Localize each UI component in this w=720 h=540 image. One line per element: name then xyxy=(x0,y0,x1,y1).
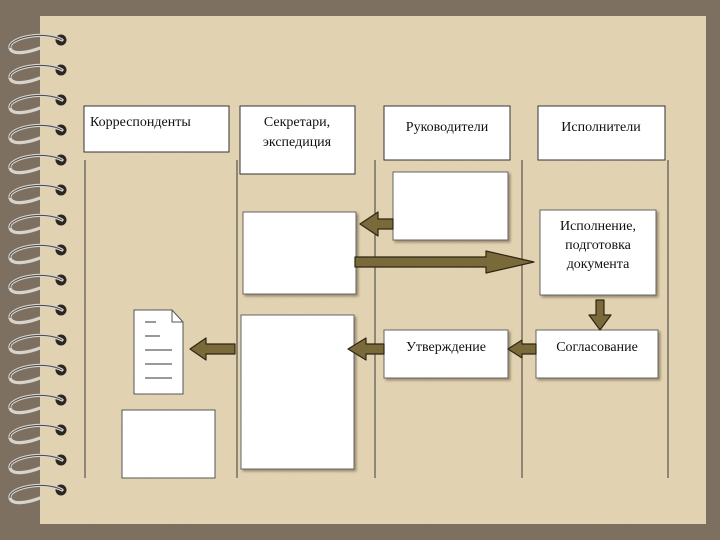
arrow-managers-to-secretaries xyxy=(359,211,394,237)
spiral-ring-icon xyxy=(8,393,67,415)
spiral-ring-icon xyxy=(8,273,67,295)
approval-step-box: Утверждение xyxy=(383,329,509,379)
spiral-ring-icon xyxy=(8,153,67,175)
lane-header-executors: Исполнители xyxy=(537,105,666,161)
lane-label-secretaries-line2: экспедиция xyxy=(263,135,332,150)
execution-step-line2: подготовка xyxy=(565,238,632,253)
spiral-ring-icon xyxy=(8,333,67,355)
arrow-secretaries-to-executors xyxy=(354,250,535,274)
lane-header-correspondents: Корреспонденты xyxy=(83,105,230,153)
execution-step-box: Исполнение, подготовка документа xyxy=(539,209,657,296)
lane-header-managers: Руководители xyxy=(383,105,511,161)
lane-label-correspondents: Корреспонденты xyxy=(90,115,191,130)
arrow-agreement-to-approval xyxy=(507,339,537,359)
secretaries-process-box-lower xyxy=(240,314,355,470)
spiral-binding-icon xyxy=(8,33,67,505)
secretaries-process-box-upper xyxy=(242,211,357,295)
arrow-execution-to-agreement xyxy=(588,299,612,331)
spiral-ring-icon xyxy=(8,123,67,145)
spiral-ring-icon xyxy=(8,213,67,235)
lane-label-secretaries-line1: Секретари, xyxy=(264,115,330,130)
approval-step-label: Утверждение xyxy=(406,340,486,355)
spiral-ring-icon xyxy=(8,183,67,205)
spiral-ring-icon xyxy=(8,33,67,55)
lane-label-managers: Руководители xyxy=(406,120,489,135)
spiral-ring-icon xyxy=(8,303,67,325)
spiral-ring-icon xyxy=(8,483,67,505)
arrow-secretaries-to-correspondents xyxy=(189,337,236,361)
spiral-ring-icon xyxy=(8,453,67,475)
spiral-ring-icon xyxy=(8,423,67,445)
lane-label-executors: Исполнители xyxy=(561,120,641,135)
lane-dividers xyxy=(84,160,669,478)
spiral-ring-icon xyxy=(8,63,67,85)
correspondents-box xyxy=(121,409,216,479)
spiral-ring-icon xyxy=(8,363,67,385)
managers-process-box xyxy=(392,171,509,241)
spiral-ring-icon xyxy=(8,243,67,265)
arrow-approval-to-secretaries xyxy=(347,337,385,361)
execution-step-line1: Исполнение, xyxy=(560,219,636,234)
spiral-ring-icon xyxy=(8,93,67,115)
agreement-step-box: Согласование xyxy=(535,329,659,379)
execution-step-line3: документа xyxy=(567,257,630,272)
agreement-step-label: Согласование xyxy=(556,340,638,355)
document-icon xyxy=(133,309,184,395)
lane-header-secretaries: Секретари, экспедиция xyxy=(239,105,356,175)
